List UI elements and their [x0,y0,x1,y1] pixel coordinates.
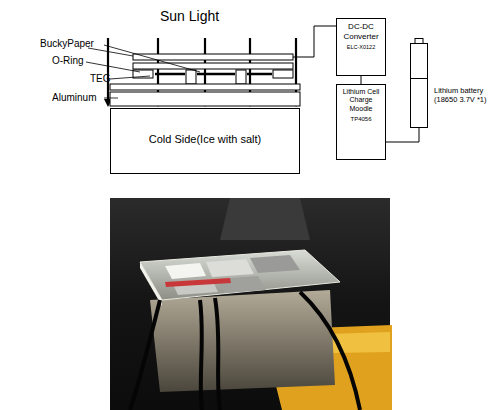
box-text: Cold Side(Ice with salt) [149,133,262,146]
cold-side-box: Cold Side(Ice with salt) [110,108,300,174]
module-box: DC-DC ConverterELC-X0122 [336,18,386,76]
part-label: TEG [90,73,111,84]
part-label: Aluminum [52,92,96,103]
box-text: TP4056 [339,116,383,123]
diagram-title: Sun Light [160,8,219,24]
box-text: DC-DC Converter [339,22,383,41]
battery-label: Lithium battery (18650 3.7V *1) [434,86,498,105]
wire [361,76,362,84]
part-label: BuckyPaper [40,38,94,49]
box-text: ELC-X0122 [339,44,383,51]
part-label: O-Ring [52,55,84,66]
battery-node: Lithium battery (18650 3.7V *1) [410,38,428,128]
module-box: Lithium Cell Charge MoodleTP4056 [336,84,386,160]
battery-symbol [410,38,428,128]
wire [386,128,419,142]
box-text: Lithium Cell Charge Moodle [339,88,383,113]
